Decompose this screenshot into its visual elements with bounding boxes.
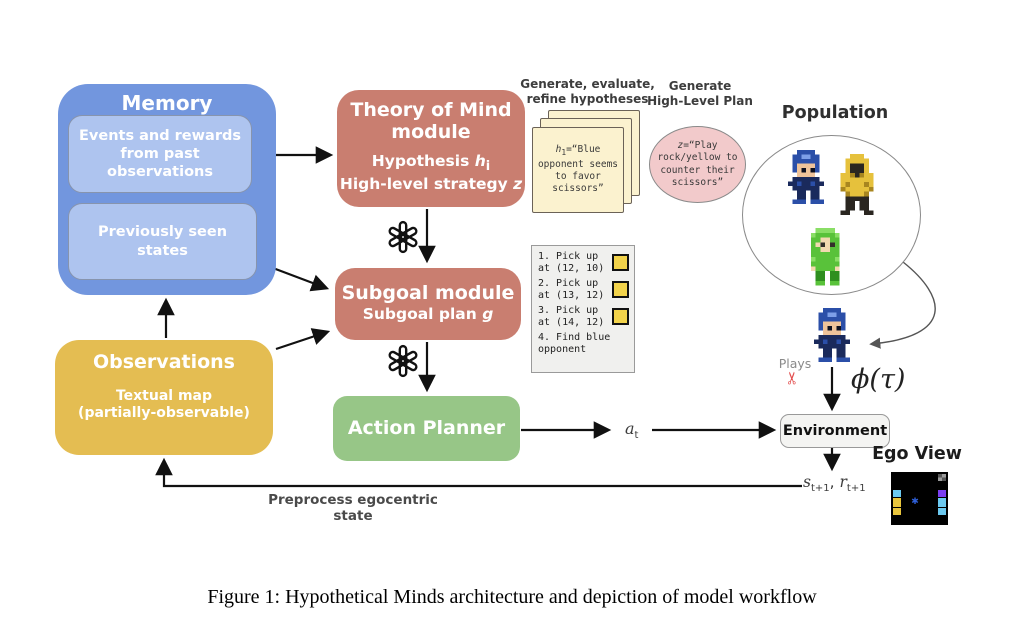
ego-cell — [893, 508, 901, 515]
hypotheses-label: Generate, evaluate, refine hypotheses — [520, 77, 655, 106]
ego-cell — [929, 516, 937, 523]
ego-cell — [938, 516, 946, 523]
yellow-block-icon — [612, 308, 629, 326]
ego-cell — [938, 490, 946, 497]
hypothesis-note-text: h1=“Blue opponent seems to favor scissor… — [537, 144, 619, 195]
tom-title: Theory of Mind module — [350, 99, 512, 143]
plan-bubble: z=“Play rock/yellow to counter their sci… — [649, 126, 746, 203]
checklist-item: 2. Pick up at (13, 12) — [538, 278, 629, 302]
checklist-item-text: 1. Pick up at (12, 10) — [538, 251, 605, 274]
feedback-label: Preprocess egocentric state — [268, 492, 438, 524]
checklist-item: 3. Pick up at (14, 12) — [538, 305, 629, 329]
checklist-item-text: 3. Pick up at (14, 12) — [538, 305, 605, 328]
subgoal-title: Subgoal module — [341, 282, 515, 305]
ego-cell — [893, 498, 901, 507]
state-reward-symbol: st+1, rt+1 — [803, 473, 866, 495]
observations-title: Observations — [92, 351, 235, 373]
yellow-block-icon — [612, 254, 629, 272]
arrow-feedback-loop — [155, 457, 802, 488]
plan-bubble-text: z=“Play rock/yellow to counter their sci… — [657, 139, 738, 188]
checklist-item-text: 4. Find blue opponent — [538, 332, 611, 356]
ego-cell — [929, 482, 937, 489]
memory-events-box: Events and rewards from past observation… — [68, 115, 252, 193]
subgoal-plan-line: Subgoal plan g — [362, 305, 494, 324]
plays-label: Plays — [778, 356, 812, 371]
arrow-population-to-agent — [869, 261, 936, 349]
ego-cell — [911, 508, 919, 515]
checklist-item: 1. Pick up at (12, 10) — [538, 251, 629, 275]
ego-cell — [920, 474, 928, 481]
ego-cell — [929, 474, 937, 481]
ego-cell — [938, 474, 946, 481]
ego-cell — [938, 482, 946, 489]
ego-cell — [920, 482, 928, 489]
population-title: Population — [781, 103, 889, 123]
ego-cell — [911, 516, 919, 523]
memory-title: Memory — [121, 91, 213, 115]
ego-cell — [893, 482, 901, 489]
ego-cell — [902, 482, 910, 489]
ego-cell — [902, 474, 910, 481]
scissors-icon: ✂ — [783, 370, 804, 386]
ego-cell — [911, 490, 919, 497]
memory-states-box: Previously seen states — [68, 203, 257, 280]
focal-agent-blue-knight — [814, 308, 850, 366]
figure-caption: Figure 1: Hypothetical Minds architectur… — [207, 586, 817, 608]
hypothesis-note-card: h1=“Blue opponent seems to favor scissor… — [532, 127, 624, 213]
observations-box: Observations Textual map (partially-obse… — [55, 340, 273, 455]
observations-subtitle: Textual map (partially-observable) — [78, 387, 250, 422]
tom-strategy-line: High-level strategy z — [339, 174, 523, 193]
tom-hypothesis-line: Hypothesis hi — [371, 151, 491, 174]
ego-agent-star: ✱ — [911, 497, 919, 507]
plan-label: Generate High-Level Plan — [647, 79, 753, 108]
yellow-block-icon — [612, 281, 629, 299]
ego-cell — [938, 498, 946, 507]
ego-cell — [929, 490, 937, 497]
ego-cell — [929, 498, 937, 507]
phi-tau-symbol: ϕ(τ) — [851, 364, 906, 395]
action-planner-box: Action Planner — [333, 396, 520, 461]
openai-logo-icon — [386, 220, 420, 254]
ego-cell — [902, 490, 910, 497]
ego-cell — [911, 474, 919, 481]
ego-cell — [920, 498, 928, 507]
theory-of-mind-box: Theory of Mind module Hypothesis hi High… — [337, 90, 525, 207]
subgoal-box: Subgoal module Subgoal plan g — [335, 268, 521, 340]
ego-cell — [929, 508, 937, 515]
ego-view-title: Ego View — [872, 444, 962, 464]
ego-cell — [938, 508, 946, 515]
ego-cell — [920, 508, 928, 515]
ego-cell — [902, 508, 910, 515]
ego-cell — [920, 490, 928, 497]
ego-cell — [920, 516, 928, 523]
ego-cell — [893, 516, 901, 523]
subgoal-checklist: 1. Pick up at (12, 10) 2. Pick up at (13,… — [531, 245, 635, 373]
openai-logo-icon — [386, 344, 420, 378]
action-symbol: at — [625, 419, 639, 442]
agent-yellow-rogue — [836, 154, 878, 219]
environment-box: Environment — [780, 414, 890, 448]
ego-cell — [893, 474, 901, 481]
ego-view-grid: ✱ — [891, 472, 948, 525]
ego-cell — [911, 482, 919, 489]
ego-cell — [902, 498, 910, 507]
agent-blue-knight — [788, 150, 824, 208]
memory-box: Memory Events and rewards from past obse… — [58, 84, 276, 295]
ego-cell — [893, 490, 901, 497]
arrow-observations-to-subgoal — [275, 328, 331, 351]
checklist-item-text: 2. Pick up at (13, 12) — [538, 278, 605, 301]
agent-green-villager — [806, 228, 844, 290]
action-planner-title: Action Planner — [347, 416, 506, 439]
checklist-item: 4. Find blue opponent — [538, 332, 629, 356]
ego-cell — [902, 516, 910, 523]
